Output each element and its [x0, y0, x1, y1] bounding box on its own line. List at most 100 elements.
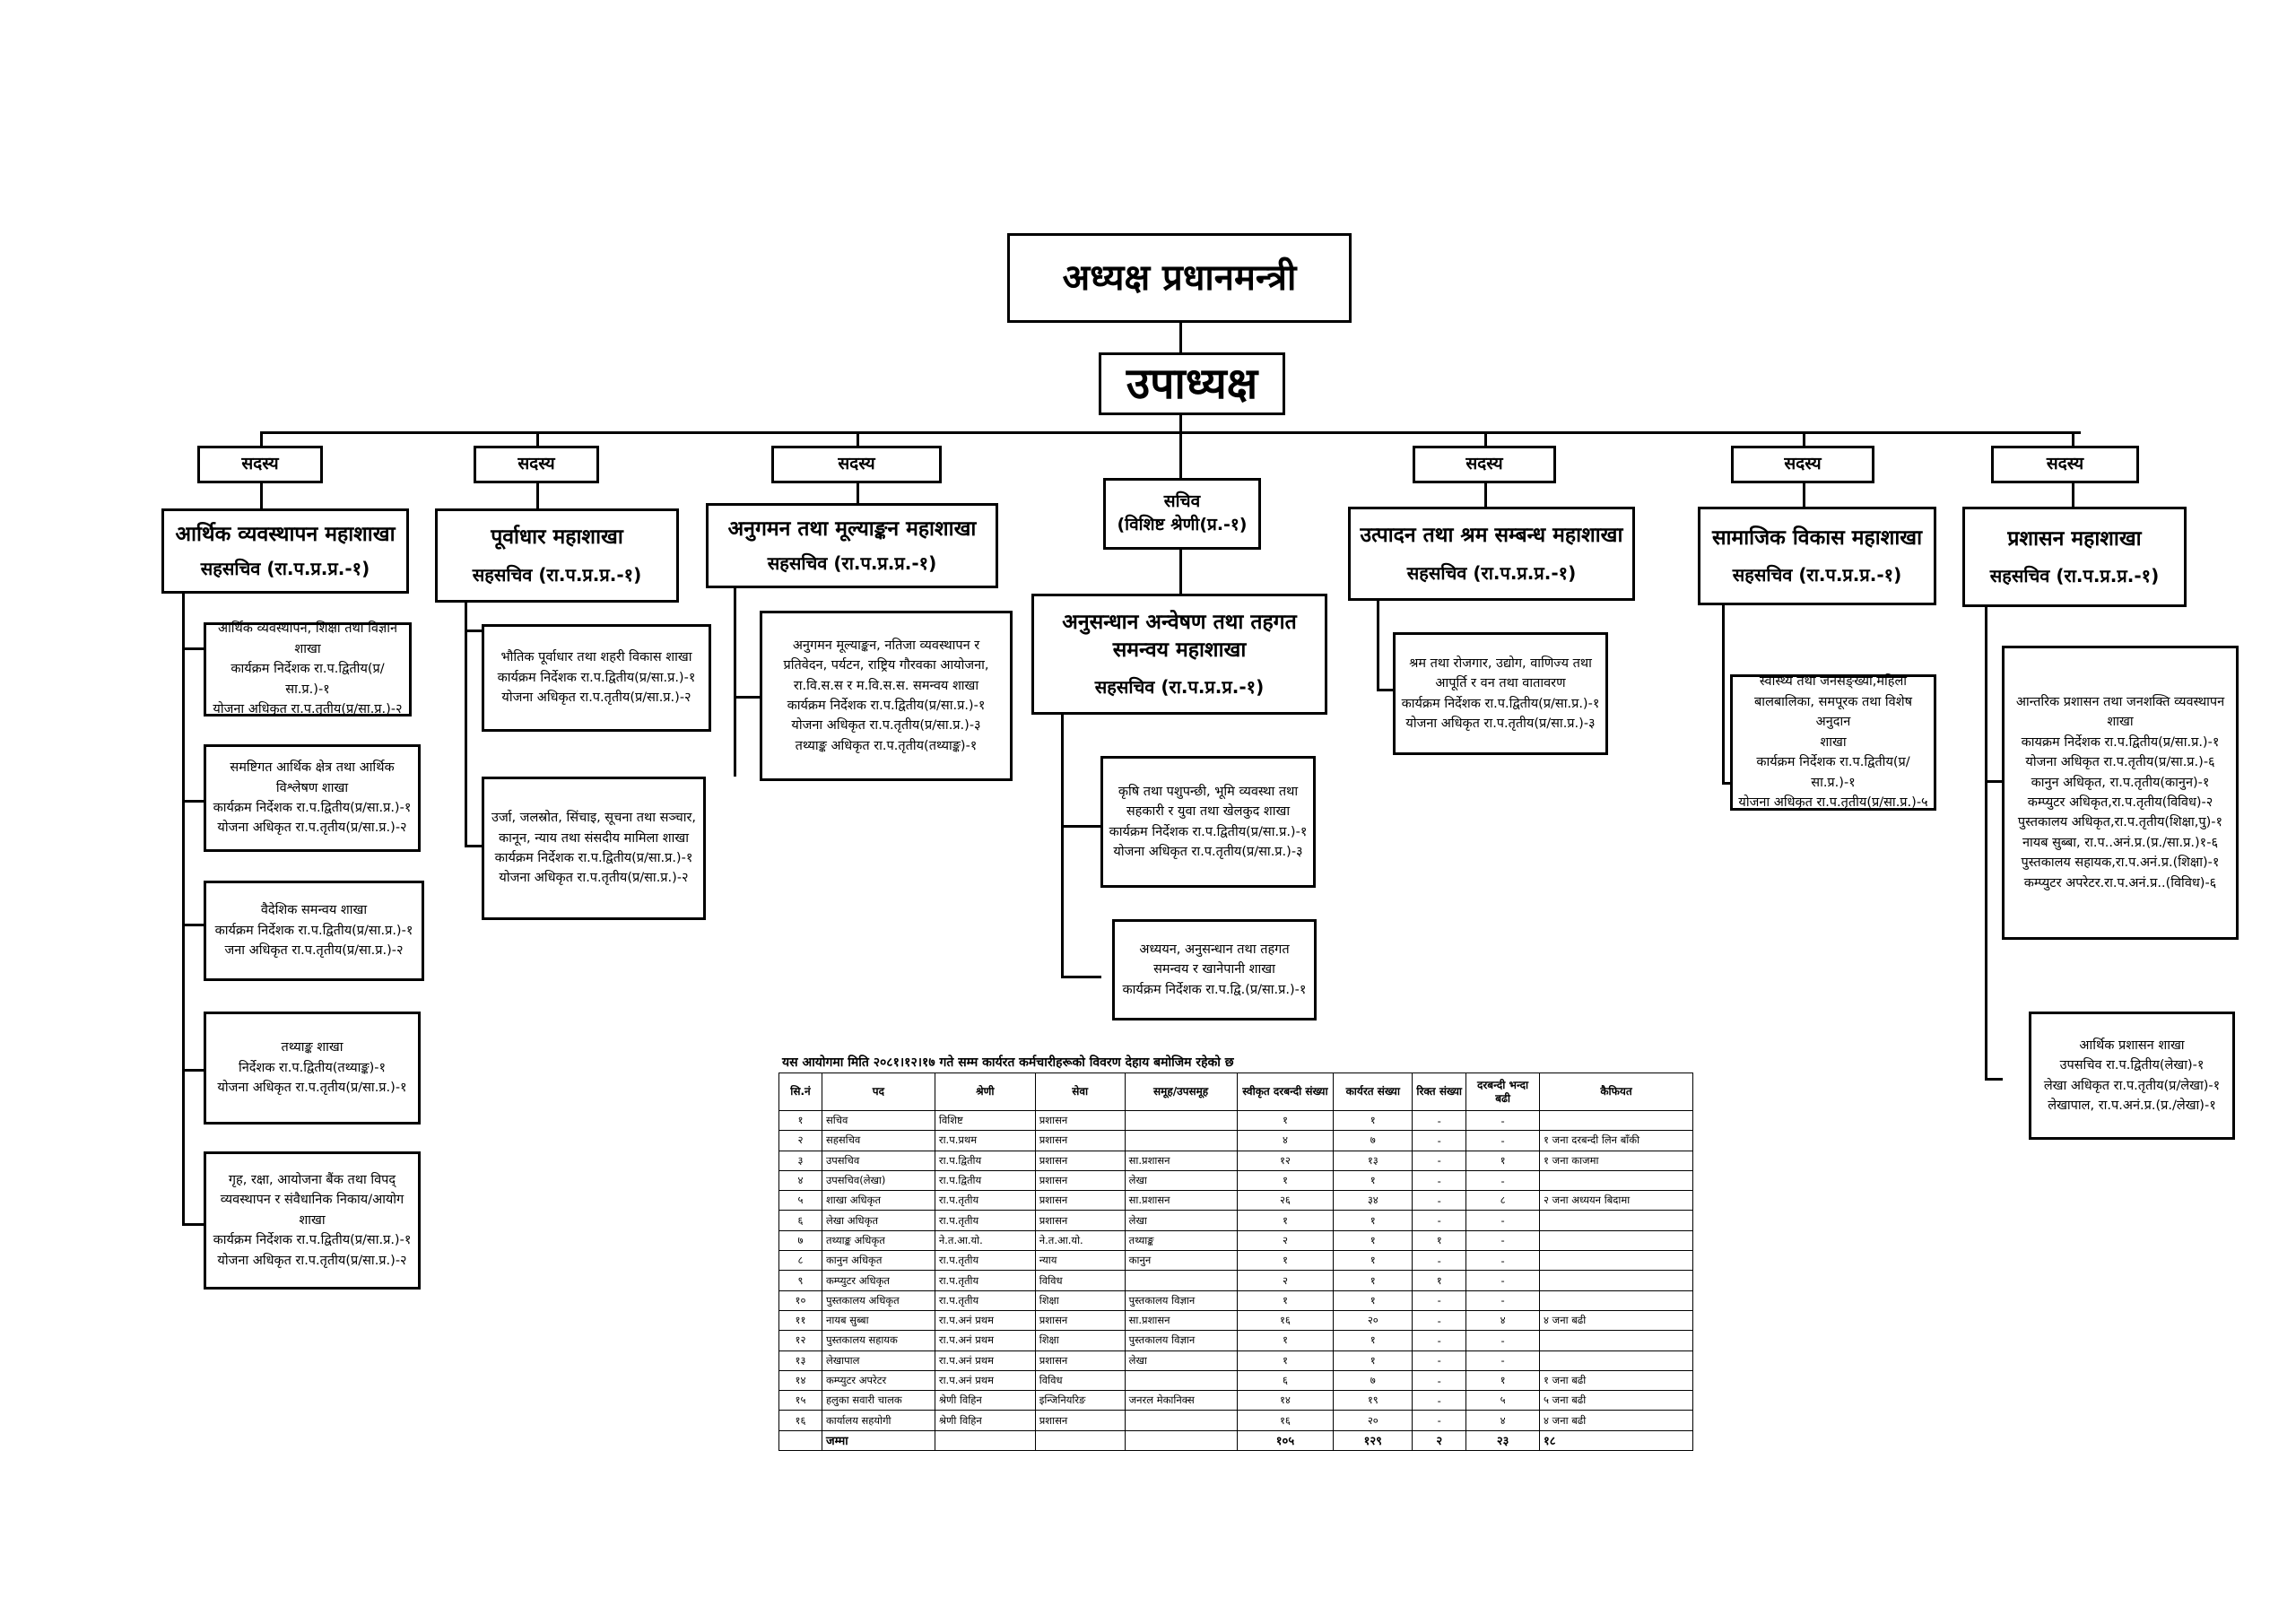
table-cell: - — [1465, 1330, 1541, 1351]
table-cell: १ — [778, 1109, 822, 1132]
table-cell — [1539, 1109, 1693, 1132]
table-cell: प्रशासन — [1034, 1130, 1126, 1151]
table-cell: ४ — [778, 1169, 822, 1192]
table-cell: १६ — [1236, 1309, 1335, 1332]
chairman-title: अध्यक्ष प्रधानमन्त्री — [1062, 257, 1297, 299]
division-head: सहसचिव (रा.प.प्र.प्र.-१) — [1406, 561, 1577, 584]
table-cell: १ — [1465, 1150, 1541, 1171]
table-cell: १० — [778, 1290, 822, 1311]
table-cell — [1539, 1250, 1693, 1272]
table-cell: सहसचिव — [821, 1130, 935, 1151]
table-cell: - — [1412, 1330, 1467, 1351]
table-cell: ५ — [778, 1190, 822, 1211]
table-cell: पुस्तकालय विज्ञान — [1124, 1290, 1238, 1311]
table-cell: ३४ — [1333, 1190, 1413, 1211]
connector — [465, 630, 483, 632]
section-title: तथ्याङ्क शाखा — [281, 1040, 344, 1055]
connector — [182, 594, 185, 1226]
connector — [1179, 415, 1182, 433]
table-cell: ४ जना बढी — [1539, 1410, 1693, 1431]
table-cell: - — [1412, 1250, 1467, 1272]
table-cell: रा.प.अनं प्रथम — [934, 1330, 1036, 1351]
table-cell: ४ जना बढी — [1539, 1309, 1693, 1332]
table-cell: १ — [1465, 1369, 1541, 1392]
table-cell — [1034, 1429, 1126, 1452]
member-label: सदस्य — [241, 454, 279, 474]
table-cell: रा.प.अनं प्रथम — [934, 1309, 1036, 1332]
connector — [2072, 431, 2074, 447]
table-cell: पुस्तकालय विज्ञान — [1124, 1330, 1238, 1351]
section-box: स्वास्थ्य तथा जनसङ्ख्या,महिला बालबालिका,… — [1730, 674, 1936, 811]
table-cell: प्रशासन — [1034, 1190, 1126, 1211]
table-cell: १ — [1333, 1169, 1413, 1192]
table-cell: ने.त.आ.यो. — [1034, 1229, 1126, 1252]
section-title: प्रतिवेदन, पर्यटन, राष्ट्रिय गौरवका आयोज… — [783, 658, 989, 673]
connector — [1484, 483, 1487, 507]
section-box: तथ्याङ्क शाखा निर्देशक रा.प.द्वितीय(तथ्य… — [204, 1012, 421, 1125]
table-cell: - — [1412, 1350, 1467, 1371]
table-cell: १ — [1236, 1169, 1335, 1192]
table-cell: ५ जना बढी — [1539, 1390, 1693, 1411]
table-cell: उपसचिव — [821, 1150, 935, 1171]
table-cell: १५ — [778, 1390, 822, 1411]
table-cell: नायब सुब्बा — [821, 1309, 935, 1332]
table-cell: प्रशासन — [1034, 1169, 1126, 1192]
section-post: कार्यक्रम निर्देशक रा.प.द्वितीय(प्र/सा.प… — [1401, 696, 1600, 711]
column-header: सेवा — [1034, 1073, 1126, 1111]
division-head: सहसचिव (रा.प.प्र.प्र.-१) — [1094, 676, 1265, 699]
table-cell: - — [1465, 1130, 1541, 1151]
connector — [1722, 605, 1725, 785]
table-cell — [1124, 1109, 1238, 1132]
table-cell: विविध — [1034, 1369, 1126, 1392]
section-post: कार्यक्रम निर्देशक रा.प.द्वितीय(प्र/सा.प… — [230, 662, 385, 697]
section-post: योजना अधिकृत रा.प.तृतीय(प्र/सा.प्र.)-२ — [217, 1253, 407, 1268]
division-name: प्रशासन महाशाखा — [2007, 526, 2142, 551]
member-box: सदस्य — [1991, 446, 2139, 483]
table-cell: ९ — [778, 1270, 822, 1291]
connector — [465, 603, 467, 847]
member-label: सदस्य — [1465, 454, 1503, 474]
table-cell: १४ — [778, 1369, 822, 1392]
table-cell: शिक्षा — [1034, 1290, 1126, 1311]
staff-table: सि.नं पद श्रेणी सेवा समूह/उपसमूह स्वीकृत… — [778, 1073, 1693, 1452]
member-label: सदस्य — [517, 454, 555, 474]
table-cell: कार्यालय सहयोगी — [821, 1410, 935, 1431]
connector — [1985, 1078, 2003, 1081]
table-cell: २ — [1412, 1429, 1467, 1452]
section-box: वैदेशिक समन्वय शाखा कार्यक्रम निर्देशक र… — [204, 881, 424, 981]
table-cell: १ — [1236, 1210, 1335, 1231]
column-header: कैफियत — [1539, 1073, 1693, 1111]
connector — [1061, 715, 1064, 977]
table-cell: १ — [1333, 1229, 1413, 1252]
table-cell — [1539, 1169, 1693, 1192]
table-cell: तथ्याङ्क अधिकृत — [821, 1229, 935, 1252]
table-cell: १८ — [1539, 1429, 1693, 1452]
section-title: व्यवस्थापन र संवैधानिक निकाय/आयोग — [220, 1193, 404, 1208]
table-cell: - — [1465, 1290, 1541, 1311]
division-box: प्रशासन महाशाखा सहसचिव (रा.प.प्र.प्र.-१) — [1962, 507, 2187, 607]
table-cell: १ — [1236, 1290, 1335, 1311]
table-cell: १६ — [778, 1410, 822, 1431]
table-cell: रा.प.तृतीय — [934, 1290, 1036, 1311]
table-cell: ४ — [1465, 1410, 1541, 1431]
section-post: योजना अधिकृत रा.प.तृतीय(प्र/सा.प्र.)-६ — [2025, 755, 2215, 770]
table-cell: सा.प्रशासन — [1124, 1309, 1238, 1332]
section-title: बालबालिका, समपूरक तथा विशेष अनुदान — [1754, 694, 1912, 730]
table-cell: लेखा अधिकृत — [821, 1210, 935, 1231]
table-cell: प्रशासन — [1034, 1410, 1126, 1431]
table-cell: १३ — [778, 1350, 822, 1371]
table-cell: ने.त.आ.यो. — [934, 1229, 1036, 1252]
section-title: आर्थिक प्रशासन शाखा — [2079, 1038, 2185, 1053]
table-cell: - — [1412, 1290, 1467, 1311]
section-post: तथ्याङ्क अधिकृत रा.प.तृतीय(तथ्याङ्क)-१ — [795, 738, 978, 753]
table-cell — [1539, 1229, 1693, 1252]
section-post: कानुन अधिकृत, रा.प.तृतीय(कानुन)-१ — [2031, 775, 2210, 790]
table-cell: प्रशासन — [1034, 1309, 1126, 1332]
table-cell — [1539, 1210, 1693, 1231]
table-cell: - — [1412, 1190, 1467, 1211]
connector — [1985, 607, 1987, 1081]
